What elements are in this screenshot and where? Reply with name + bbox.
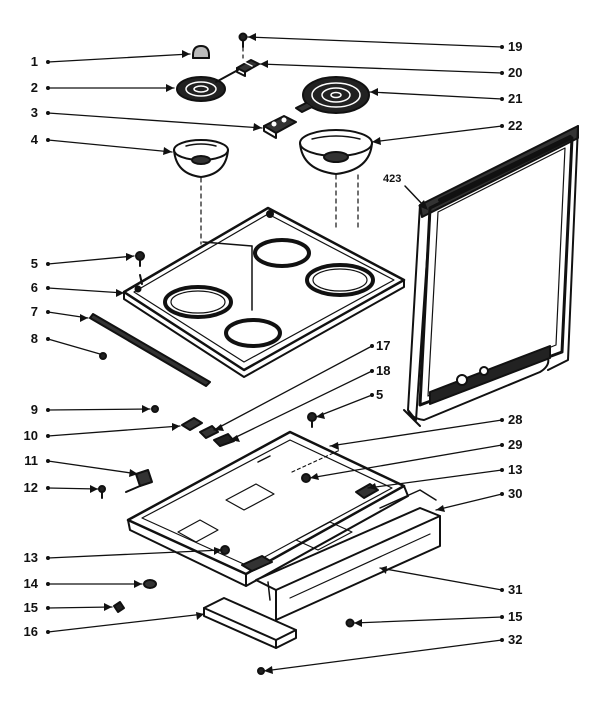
callout-16: 16: [23, 624, 38, 639]
callout-12: 12: [23, 480, 38, 495]
callout-2: 2: [30, 80, 38, 95]
part-small-drip-bowl: [173, 139, 229, 178]
callout-29: 29: [508, 437, 523, 452]
callout-13-left: 13: [23, 550, 38, 565]
part-screw-15-right: [345, 618, 355, 628]
callout-8: 8: [30, 331, 38, 346]
callout-22: 22: [508, 118, 523, 133]
part-lower-rail-31: [267, 581, 271, 601]
callout-14: 14: [23, 576, 38, 591]
callout-30: 30: [508, 486, 523, 501]
callout-13-right: 13: [508, 462, 523, 477]
callout-15-right: 15: [508, 609, 523, 624]
part-door-panel: [403, 125, 579, 427]
callout-15-left: 15: [23, 600, 38, 615]
part-infinite-switch-10: [181, 417, 235, 447]
part-knob-cap: [192, 45, 210, 59]
callout-3: 3: [30, 105, 38, 120]
part-trim-strip: [89, 313, 211, 387]
callout-18: 18: [376, 363, 391, 378]
callout-5: 5: [30, 256, 38, 271]
part-bracket-11: [125, 469, 153, 493]
callout-19: 19: [508, 39, 523, 54]
callout-7: 7: [30, 304, 38, 319]
part-large-surface-element: [295, 76, 370, 114]
part-screw-8: [99, 352, 107, 360]
part-channel-16: [203, 597, 297, 649]
callout-423: 423: [383, 173, 402, 185]
callout-10: 10: [23, 428, 38, 443]
callout-21: 21: [508, 91, 523, 106]
part-terminal-block: [263, 115, 297, 139]
part-grommet-14: [143, 579, 157, 589]
callout-31: 31: [508, 582, 523, 597]
part-screw-5-top: [135, 251, 145, 267]
callout-6: 6: [30, 280, 38, 295]
part-switch-9: [151, 405, 159, 413]
part-screw-12: [98, 485, 106, 499]
callout-11: 11: [24, 453, 38, 468]
part-screw-19: [238, 32, 248, 48]
callout-1: 1: [30, 54, 38, 69]
callout-32: 32: [508, 632, 523, 647]
part-front-rail-30: [255, 489, 441, 621]
part-receptacle-20: [236, 59, 260, 77]
part-large-drip-bowl: [299, 129, 373, 175]
callout-9: 9: [30, 402, 38, 417]
part-screw-32: [257, 667, 265, 675]
callout-28: 28: [508, 412, 523, 427]
callout-17: 17: [376, 338, 391, 353]
part-cooktop: [122, 206, 406, 378]
part-screw-5-lower: [307, 412, 317, 428]
callout-20: 20: [508, 65, 523, 80]
part-screw-15-left: [113, 601, 125, 613]
callout-5-lower: 5: [376, 387, 384, 402]
callout-4: 4: [30, 132, 38, 147]
part-small-surface-element: [176, 69, 239, 102]
